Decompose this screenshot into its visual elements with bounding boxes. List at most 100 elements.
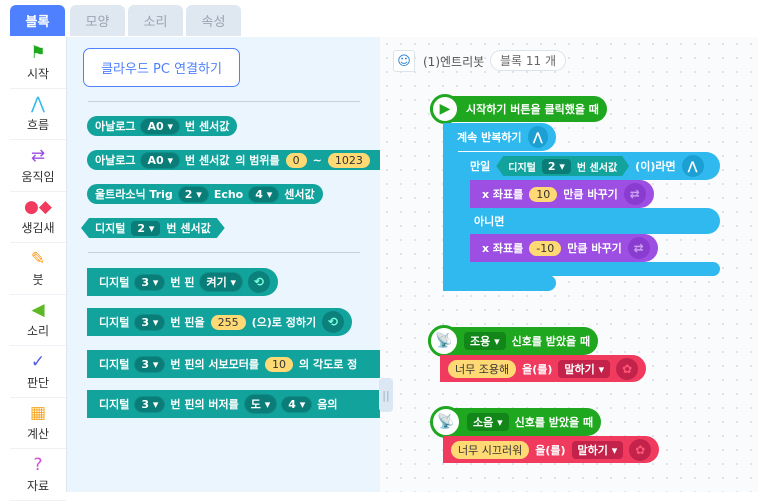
block-text: (으)로 정하기 — [251, 316, 317, 329]
block-text: 신호를 받았을 때 — [514, 416, 594, 429]
looks-icon: ✿ — [629, 438, 652, 461]
category-brush[interactable]: ✎붓 — [10, 243, 66, 295]
tab-properties[interactable]: 속성 — [186, 5, 241, 36]
block-text: 시작하기 버튼을 클릭했을 때 — [466, 103, 599, 116]
category-label: 생김새 — [21, 221, 55, 236]
max-input[interactable]: 1023 — [327, 152, 370, 168]
block-count-badge: 블록 11 개 — [490, 50, 567, 71]
category-start[interactable]: ⚑ 시작 — [10, 37, 66, 89]
value-input[interactable]: 255 — [210, 314, 246, 330]
block-text: 만큼 바꾸기 — [563, 188, 618, 201]
category-judge[interactable]: ✓판단 — [10, 346, 66, 398]
say-text-input[interactable]: 너무 조용해 — [448, 359, 517, 378]
category-looks[interactable]: ●◆ 생김새 — [10, 192, 66, 243]
block-text: 번 핀 — [170, 276, 195, 289]
x-amount-input[interactable]: -10 — [529, 240, 562, 256]
divider — [88, 101, 360, 102]
angle-input[interactable]: 10 — [265, 356, 294, 372]
divider — [88, 252, 360, 253]
block-text: 만큼 바꾸기 — [567, 242, 622, 255]
say-text-input[interactable]: 너무 시끄러워 — [451, 440, 530, 459]
category-calc[interactable]: ▦계산 — [10, 398, 66, 449]
block-text: 만일 — [470, 160, 491, 173]
block-text: 계속 반복하기 — [457, 131, 522, 144]
note-dropdown[interactable]: 도 ▾ — [244, 395, 277, 413]
repeat-forever-block[interactable]: 계속 반복하기 ⋀ — [443, 123, 556, 151]
signal-dropdown[interactable]: 조용 ▾ — [464, 332, 506, 350]
brush-icon: ✎ — [30, 248, 46, 269]
block-text: 아날로그 — [95, 154, 136, 167]
say-mode-dropdown[interactable]: 말하기 ▾ — [571, 440, 624, 459]
arrows-icon: ⇄ — [30, 145, 46, 166]
category-sound[interactable]: ◀소리 — [10, 295, 66, 346]
loop-bottom — [443, 275, 556, 291]
tab-blocks[interactable]: 블록 — [10, 5, 65, 36]
hardware-icon: ⟲ — [322, 311, 345, 333]
change-x-block[interactable]: x 좌표를 10 만큼 바꾸기 ⇄ — [470, 180, 654, 208]
signal-icon: 📡 — [428, 325, 460, 357]
block-text: 음의 — [317, 398, 338, 411]
port-dropdown[interactable]: A0 ▾ — [141, 152, 180, 168]
min-input[interactable]: 0 — [285, 152, 307, 168]
pin-dropdown[interactable]: 3 ▾ — [135, 356, 165, 372]
category-label: 판단 — [26, 375, 50, 390]
block-text: 번 센서값 — [185, 154, 230, 167]
tab-shapes[interactable]: 모양 — [70, 5, 125, 36]
port-dropdown[interactable]: A0 ▾ — [141, 118, 180, 134]
shapes-icon: ●◆ — [24, 197, 52, 218]
arrows-icon: ⇄ — [623, 183, 646, 205]
block-text: x 좌표를 — [482, 188, 524, 201]
onoff-dropdown[interactable]: 켜기 ▾ — [200, 273, 243, 291]
pin-dropdown[interactable]: 3 ▾ — [135, 314, 165, 330]
pin-dropdown[interactable]: 3 ▾ — [135, 396, 165, 412]
script-canvas[interactable]: ☺ (1)엔트리봇 블록 11 개 시작하기 버튼을 클릭했을 때 ▶ 계속 반… — [380, 37, 758, 492]
port-dropdown[interactable]: 2 ▾ — [131, 221, 160, 236]
tab-sounds[interactable]: 소리 — [128, 5, 183, 36]
block-text: 의 범위를 — [235, 154, 280, 167]
trig-dropdown[interactable]: 2 ▾ — [178, 186, 208, 202]
block-text: (이)라면 — [635, 160, 676, 173]
category-label: 계산 — [26, 427, 50, 442]
category-data[interactable]: ?자료 — [10, 449, 66, 501]
signal-dropdown[interactable]: 소음 ▾ — [467, 413, 509, 431]
block-text: Echo — [213, 187, 244, 201]
category-flow[interactable]: ⋀흐름 — [10, 89, 66, 140]
block-text: 울트라소닉 Trig — [95, 188, 173, 201]
pin-dropdown[interactable]: 3 ▾ — [135, 274, 165, 290]
block-text: 디지털 — [99, 398, 130, 411]
cloud-pc-connect-button[interactable]: 클라우드 PC 연결하기 — [83, 48, 240, 87]
question-icon: ? — [33, 454, 43, 475]
block-text: 아날로그 — [95, 120, 136, 133]
x-amount-input[interactable]: 10 — [529, 186, 558, 202]
flow-icon: ⋀ — [527, 126, 548, 148]
flag-icon: ⚑ — [30, 42, 46, 63]
else-label-row: 아니면 — [458, 208, 720, 234]
block-text: 의 각도로 정 — [299, 358, 358, 371]
category-label: 시작 — [26, 66, 50, 81]
resize-handle[interactable]: || — [379, 378, 393, 412]
block-text: 신호를 받았을 때 — [511, 335, 591, 348]
category-motion[interactable]: ⇄움직임 — [10, 140, 66, 192]
echo-dropdown[interactable]: 4 ▾ — [249, 186, 279, 202]
block-text: 번 핀을 — [170, 316, 205, 329]
category-label: 흐름 — [26, 118, 50, 133]
say-mode-dropdown[interactable]: 말하기 ▾ — [558, 359, 611, 378]
speaker-icon: ◀ — [31, 300, 45, 321]
port-dropdown[interactable]: 2 ▾ — [542, 159, 571, 174]
octave-dropdown[interactable]: 4 ▾ — [282, 396, 312, 412]
entrybot-thumbnail-icon: ☺ — [393, 50, 415, 72]
